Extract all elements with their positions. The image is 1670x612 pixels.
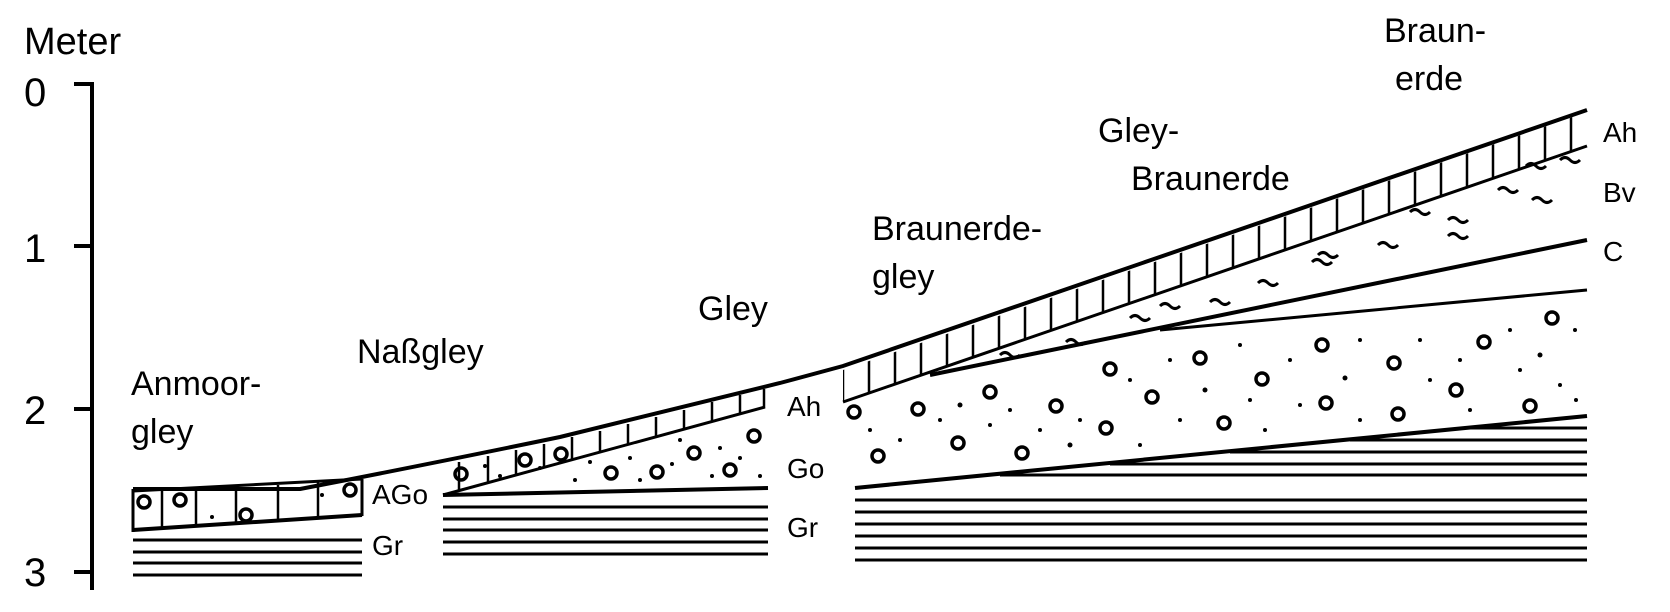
- horizon-label-bv-right: Bv: [1603, 177, 1636, 208]
- go-mid-dots: [483, 438, 762, 482]
- horizon-label-ago: AGo: [372, 479, 428, 510]
- tick-label-3: 3: [24, 551, 46, 595]
- right-profile: [842, 112, 1588, 562]
- tick-label-1: 1: [24, 227, 46, 271]
- gr-mid-lines: [443, 505, 768, 556]
- soil-label-gley: Gley: [698, 290, 768, 328]
- middle-profile: [442, 389, 769, 556]
- horizon-label-gr-mid: Gr: [787, 512, 818, 543]
- bv-tilde-marks: [998, 156, 1582, 359]
- go-right-dots: [868, 328, 1578, 448]
- horizon-label-ah-mid: Ah: [787, 391, 821, 422]
- gravel-middle: [453, 428, 762, 482]
- soil-label-anmoorgley: Anmoor- gley: [131, 365, 271, 451]
- horizon-label-go-mid: Go: [787, 453, 824, 484]
- gravel-left: [136, 482, 358, 523]
- depth-axis: [74, 82, 94, 590]
- soil-label-nassgley: Naßgley: [357, 333, 484, 371]
- horizon-label-c-right: C: [1603, 236, 1623, 267]
- horizon-label-ah-right: Ah: [1603, 117, 1637, 148]
- soil-surface-line: [133, 108, 1588, 491]
- gr-right-lines: [855, 426, 1587, 562]
- axis-title: Meter: [24, 21, 121, 63]
- ago-cell-dividers: [160, 482, 320, 528]
- horizon-label-gr-left: Gr: [372, 530, 403, 561]
- tick-label-0: 0: [24, 71, 46, 115]
- ah-mid-cell-dividers: [457, 389, 766, 490]
- left-profile: [131, 477, 364, 577]
- gr-left-lines: [133, 538, 362, 577]
- soil-label-gley-braunerde: Gley- Braunerde: [1098, 112, 1290, 198]
- soil-label-braunerdegley: Braunerde- gley: [872, 210, 1052, 296]
- tick-label-2: 2: [24, 389, 46, 433]
- gravel-right: [846, 310, 1560, 464]
- soil-label-braunerde: Braun- erde: [1384, 12, 1496, 98]
